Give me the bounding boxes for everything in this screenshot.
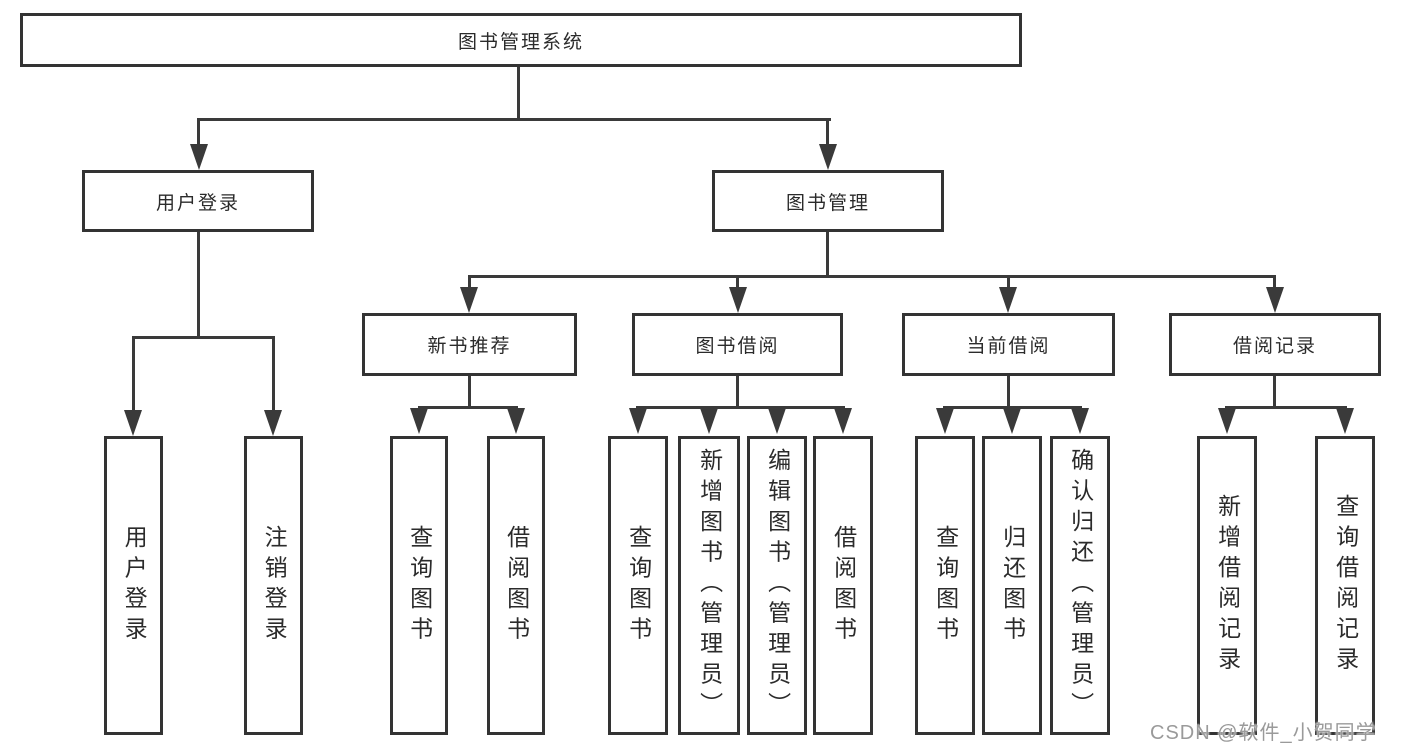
leaf-label: 新增图书（管理员） [696,448,723,723]
connector-line [468,275,471,291]
node-new-book-recommend: 新书推荐 [362,313,577,376]
arrow-down-icon [834,408,852,434]
connector-line [826,232,829,278]
leaf-label: 查询图书 [932,524,959,647]
connector-line [1007,376,1010,409]
leaf-query-borrow-record: 查询借阅记录 [1315,436,1375,735]
leaf-user-login: 用户登录 [104,436,163,735]
connector-line [197,118,200,148]
node-book-borrow: 图书借阅 [632,313,843,376]
leaf-query-books-borrow: 查询图书 [608,436,668,735]
connector-line [943,406,1082,409]
arrow-down-icon [410,408,428,434]
node-borrow-records: 借阅记录 [1169,313,1381,376]
connector-line [132,336,275,339]
leaf-label: 确认归还（管理员） [1067,448,1094,723]
connector-line [826,118,829,148]
connector-line [1273,376,1276,409]
arrow-down-icon [190,144,208,170]
connector-line [1007,275,1010,291]
leaf-label: 借阅图书 [830,524,857,647]
connector-line [418,406,518,409]
leaf-label: 归还图书 [999,524,1026,647]
leaf-query-books-recommend: 查询图书 [390,436,448,735]
node-user-login: 用户登录 [82,170,314,232]
leaf-label: 注销登录 [261,524,288,647]
connector-line [1273,275,1276,291]
node-label: 图书管理系统 [457,31,584,53]
connector-line [517,67,520,118]
node-label: 用户登录 [155,192,240,214]
leaf-borrow-books-recommend: 借阅图书 [487,436,545,735]
leaf-return-book: 归还图书 [982,436,1042,735]
leaf-label: 借阅图书 [503,524,530,647]
arrow-down-icon [124,410,142,436]
arrow-down-icon [1266,287,1284,313]
leaf-query-books-current: 查询图书 [915,436,975,735]
leaf-label: 编辑图书（管理员） [764,448,791,723]
arrow-down-icon [729,287,747,313]
arrow-down-icon [629,408,647,434]
connector-line [1225,406,1347,409]
node-current-borrow: 当前借阅 [902,313,1115,376]
node-book-management: 图书管理 [712,170,944,232]
node-label: 图书借阅 [695,336,780,357]
csdn-watermark: CSDN @软件_小贺同学 [1150,722,1377,744]
leaf-borrow-books: 借阅图书 [813,436,873,735]
leaf-label: 新增借阅记录 [1214,494,1241,677]
node-label: 借阅记录 [1232,336,1317,357]
arrow-down-icon [999,287,1017,313]
connector-line [197,232,200,336]
leaf-logout: 注销登录 [244,436,303,735]
connector-line [736,376,739,409]
leaf-confirm-return-admin: 确认归还（管理员） [1050,436,1110,735]
arrow-down-icon [507,408,525,434]
leaf-add-borrow-record: 新增借阅记录 [1197,436,1257,735]
leaf-label: 查询借阅记录 [1332,494,1359,677]
connector-line [272,336,275,412]
connector-line [468,376,471,409]
leaf-label: 查询图书 [406,524,433,647]
arrow-down-icon [264,410,282,436]
arrow-down-icon [1218,408,1236,434]
connector-line [636,406,845,409]
arrow-down-icon [700,408,718,434]
node-library-management-system: 图书管理系统 [20,13,1022,67]
leaf-add-book-admin: 新增图书（管理员） [678,436,740,735]
connector-line [132,336,135,412]
arrow-down-icon [1336,408,1354,434]
arrow-down-icon [936,408,954,434]
connector-line [468,275,1276,278]
node-label: 当前借阅 [966,336,1051,357]
leaf-label: 用户登录 [121,524,148,647]
leaf-label: 查询图书 [625,524,652,647]
connector-line [197,118,831,121]
leaf-edit-book-admin: 编辑图书（管理员） [747,436,807,735]
arrow-down-icon [1071,408,1089,434]
node-label: 新书推荐 [427,336,512,357]
node-label: 图书管理 [785,192,870,214]
arrow-down-icon [1003,408,1021,434]
arrow-down-icon [819,144,837,170]
connector-line [736,275,739,291]
arrow-down-icon [460,287,478,313]
arrow-down-icon [768,408,786,434]
